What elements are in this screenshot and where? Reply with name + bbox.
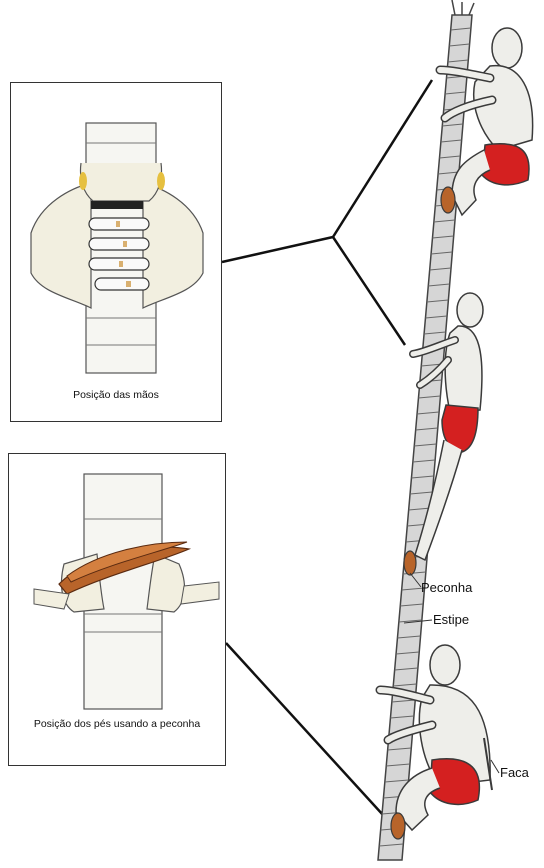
estipe-label: Estipe (433, 612, 469, 627)
faca-label: Faca (500, 765, 529, 780)
hands-illustration (11, 83, 223, 383)
faca-pointer (491, 760, 499, 773)
hands-position-panel: Posição das mãos (10, 82, 222, 422)
peconha (441, 187, 455, 213)
head (492, 28, 522, 68)
peconha (404, 551, 416, 575)
head (457, 293, 483, 327)
head (430, 645, 460, 685)
peconha (391, 813, 405, 839)
feet-illustration (9, 454, 227, 714)
shorts (482, 144, 529, 185)
feet-position-panel: Posição dos pés usando a peconha (8, 453, 226, 766)
peconha-label: Peconha (421, 580, 472, 595)
feet-caption: Posição dos pés usando a peconha (9, 718, 225, 730)
hands-caption: Posição das mãos (11, 389, 221, 401)
